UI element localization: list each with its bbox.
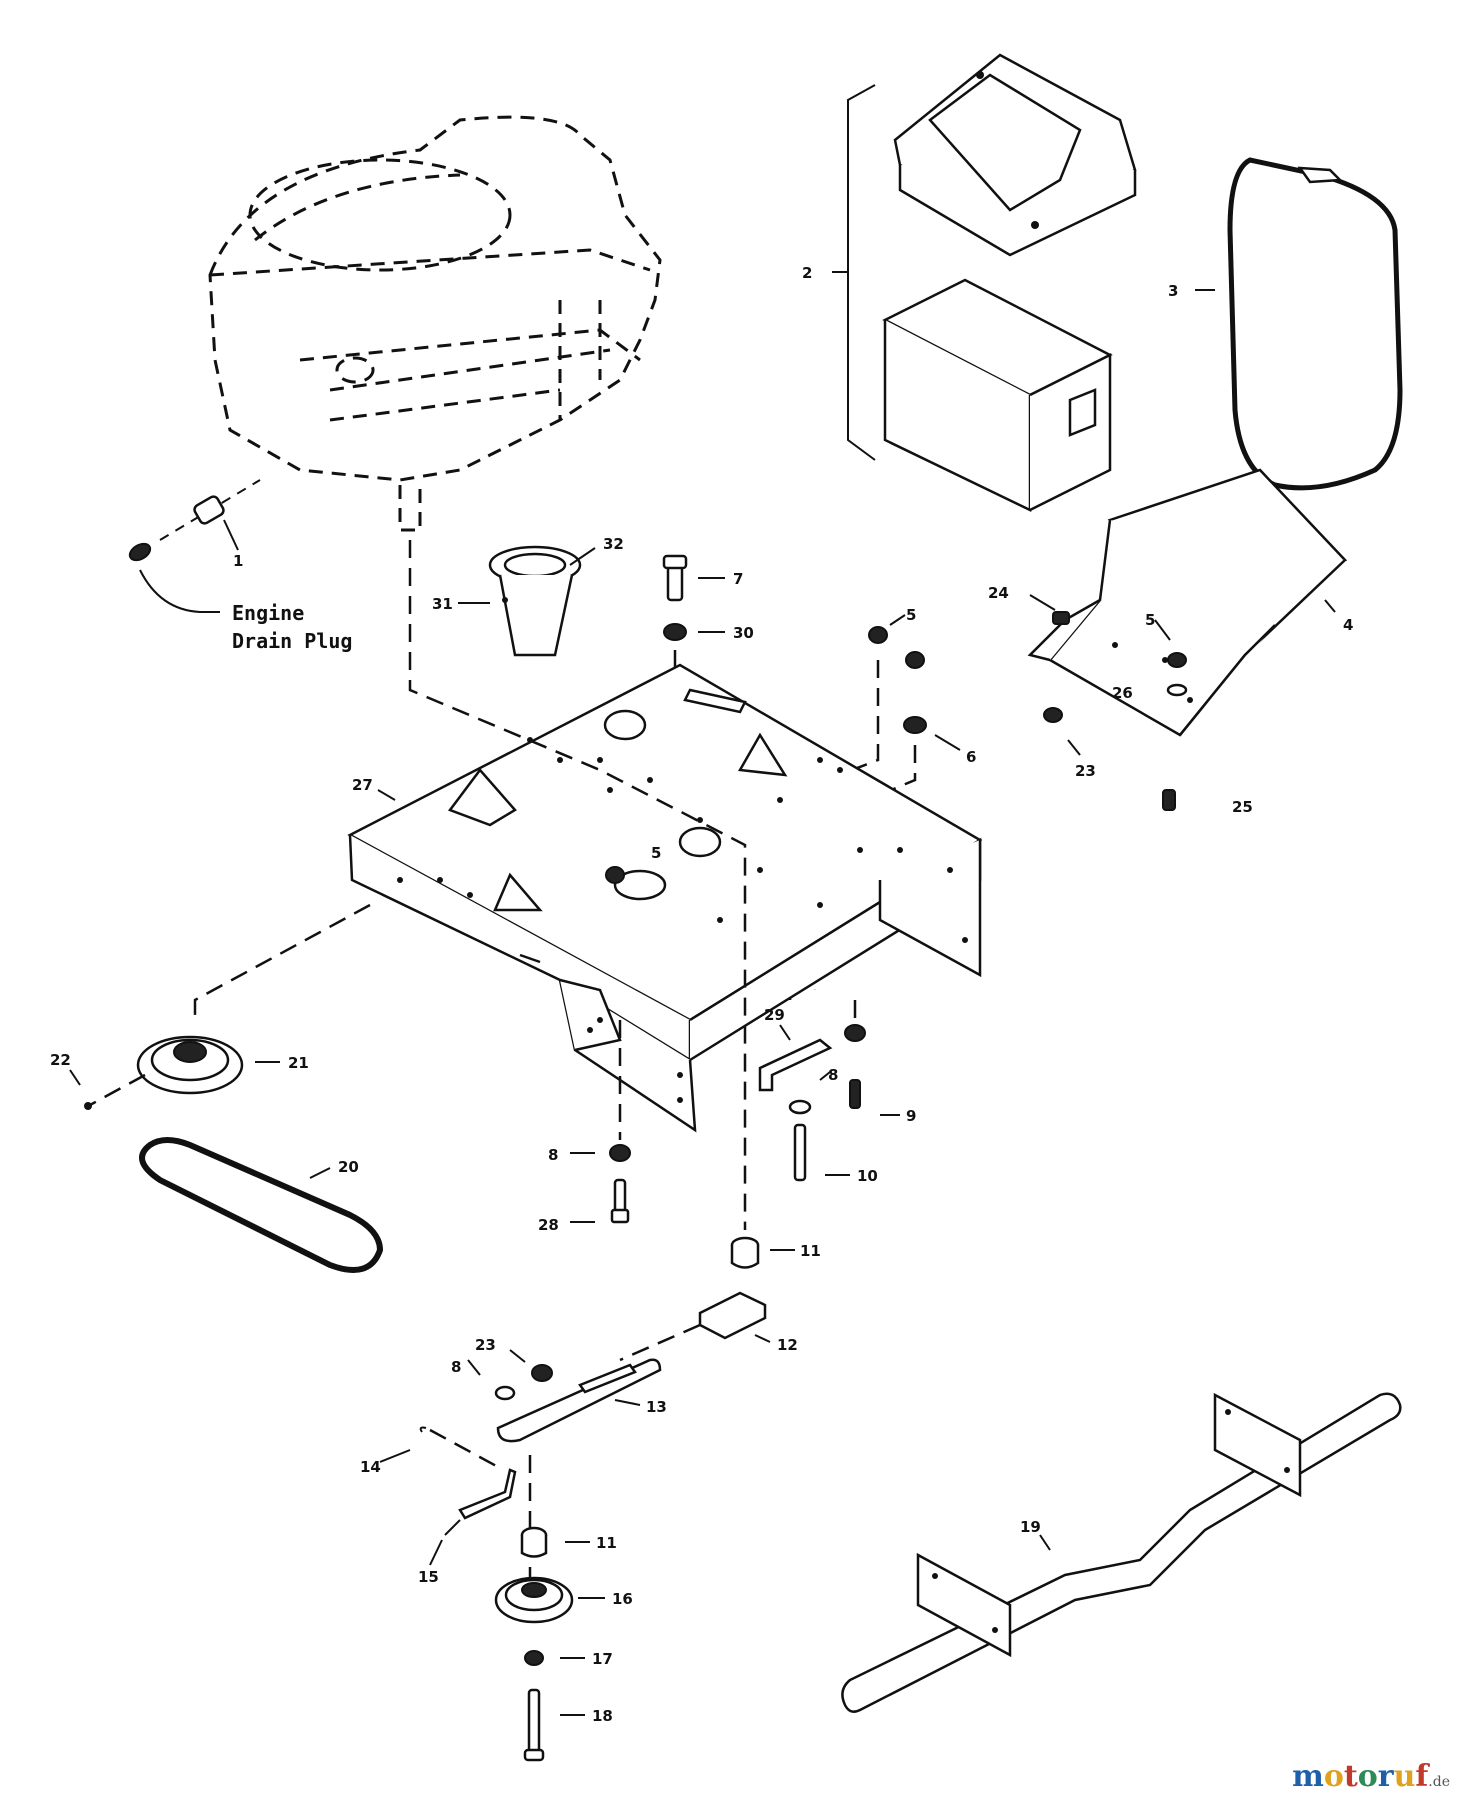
front-axle-bar — [841, 1392, 1402, 1713]
idler-arm — [379, 1349, 662, 1620]
callout-2: 2 — [802, 264, 812, 282]
lower-left-hardware — [570, 1020, 631, 1224]
engine-drain-plug-label-2: Drain Plug — [232, 629, 352, 653]
callout-6: 6 — [966, 748, 976, 766]
battery-group-bracket — [847, 84, 876, 461]
drive-pulley — [69, 903, 371, 1110]
idler-mount-hardware — [619, 1236, 795, 1362]
callout-24: 24 — [988, 584, 1009, 602]
callout-10: 10 — [857, 1167, 878, 1185]
callout-3: 3 — [1168, 282, 1178, 300]
callout-13: 13 — [646, 1398, 667, 1416]
callout-5-b: 5 — [1145, 611, 1155, 629]
drain-plug-assembly — [128, 479, 261, 613]
callout-4: 4 — [1343, 616, 1353, 634]
v-belt — [139, 1137, 384, 1273]
tray-hardware — [1029, 594, 1188, 811]
callout-5-a: 5 — [906, 606, 916, 624]
callout-18: 18 — [592, 1707, 613, 1725]
belt-guide — [458, 545, 596, 657]
callout-11-b: 11 — [596, 1534, 617, 1552]
callout-19: 19 — [1020, 1518, 1041, 1536]
battery-box — [882, 278, 1113, 512]
callout-22: 22 — [50, 1051, 71, 1069]
engine-outline — [208, 115, 662, 532]
callout-29: 29 — [764, 1006, 785, 1024]
watermark-brand: motoruf — [1292, 1759, 1429, 1794]
callout-14: 14 — [360, 1458, 381, 1476]
callout-16: 16 — [612, 1590, 633, 1608]
callout-17: 17 — [592, 1650, 613, 1668]
callout-23-a: 23 — [1075, 762, 1096, 780]
callout-23-b: 23 — [475, 1336, 496, 1354]
watermark-tld: .de — [1428, 1774, 1450, 1790]
battery-tray — [1027, 468, 1348, 737]
callout-32: 32 — [603, 535, 624, 553]
callout-15: 15 — [418, 1568, 439, 1586]
callout-5-c: 5 — [651, 844, 661, 862]
callout-12: 12 — [777, 1336, 798, 1354]
watermark-logo: motoruf.de — [1292, 1759, 1450, 1794]
idler-bracket-hardware — [758, 1000, 900, 1182]
callout-9: 9 — [906, 1107, 916, 1125]
engine-drain-plug-label-1: Engine — [232, 601, 304, 625]
callout-28: 28 — [538, 1216, 559, 1234]
callout-7: 7 — [733, 570, 743, 588]
idler-pulley-stack — [494, 1526, 605, 1762]
callout-31: 31 — [432, 595, 453, 613]
callout-30: 30 — [733, 624, 754, 642]
battery-cover — [893, 53, 1137, 257]
callout-26: 26 — [1112, 684, 1133, 702]
callout-1: 1 — [233, 552, 243, 570]
callout-11-a: 11 — [800, 1242, 821, 1260]
callout-25: 25 — [1232, 798, 1253, 816]
callout-27: 27 — [352, 776, 373, 794]
upper-hardware — [662, 554, 725, 770]
callout-8-a: 8 — [548, 1146, 558, 1164]
callout-8-c: 8 — [451, 1358, 461, 1376]
chassis-frame — [347, 663, 983, 1133]
battery-strap — [1227, 157, 1403, 491]
callout-21: 21 — [288, 1054, 309, 1072]
callout-8-b: 8 — [828, 1066, 838, 1084]
callout-20: 20 — [338, 1158, 359, 1176]
